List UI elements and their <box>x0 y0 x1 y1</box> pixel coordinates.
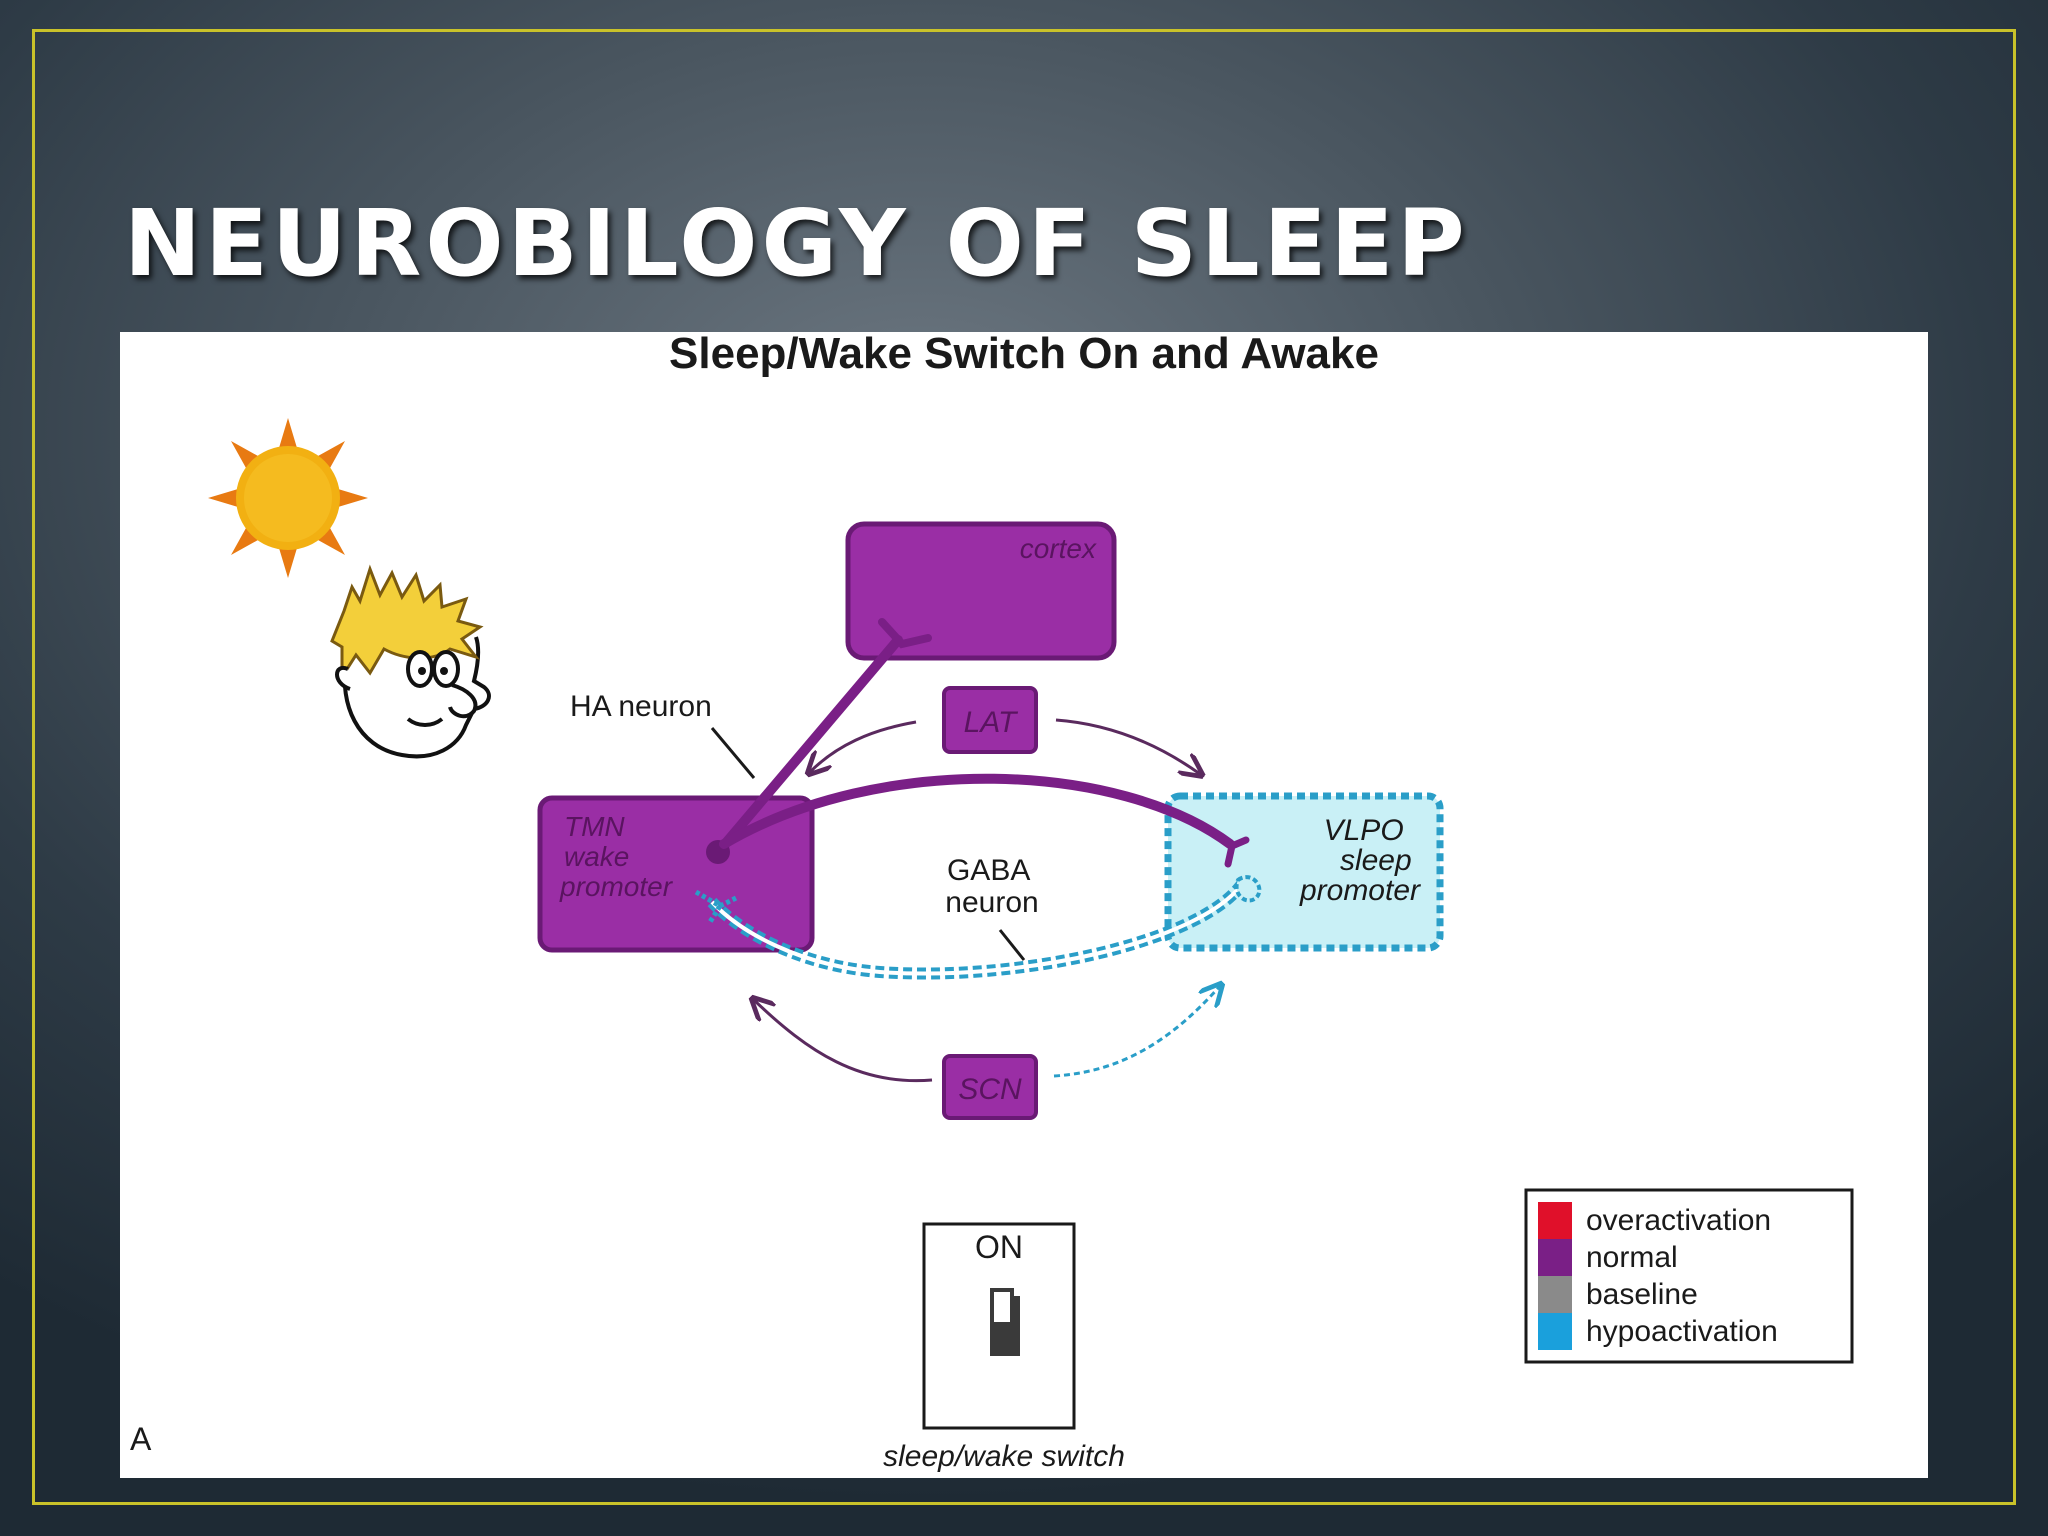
ha-neuron-label: HA neuron <box>570 690 712 723</box>
legend-box <box>1524 1188 1854 1364</box>
lat-to-tmn-arrow <box>810 720 917 772</box>
vlpo-to-tmn-projection-core <box>710 882 1244 976</box>
tmn-gaba-synapse <box>694 889 738 924</box>
legend-label-hypoactivation: hypoactivation <box>1586 1315 1778 1348</box>
ha-neuron-pointer <box>710 727 756 779</box>
sleep-wake-diagram: Sleep/Wake Switch On and Awake <box>130 332 1854 1473</box>
vlpo-synapse <box>1212 830 1250 868</box>
sun-icon <box>208 418 368 578</box>
scn-label: SCN <box>958 1073 1022 1106</box>
legend-swatch-hypoactivation <box>1538 1313 1572 1350</box>
scn-to-tmn-arrow <box>754 1000 933 1083</box>
legend-label-normal: normal <box>1586 1241 1678 1274</box>
legend-swatch-normal <box>1538 1239 1572 1276</box>
cortex-node <box>845 521 1117 661</box>
toggle-switch-icon <box>990 1288 1020 1356</box>
gaba-neuron-label-line1: GABA <box>947 854 1030 887</box>
legend-label-overactivation: overactivation <box>1586 1204 1771 1237</box>
lat-node <box>942 686 1038 754</box>
panel-letter: A <box>130 1421 152 1457</box>
tmn-label-line3: promoter <box>559 871 674 902</box>
diagram-figure: Sleep/Wake Switch On and Awake <box>120 332 1928 1478</box>
slide-title: NEUROBILOGY OF SLEEP <box>124 190 1469 297</box>
tmn-label-line1: TMN <box>564 811 625 842</box>
cortex-label: cortex <box>1020 533 1097 564</box>
vlpo-label: VLPO sleep promoter <box>1299 814 1421 907</box>
cortex-synapse <box>878 618 932 649</box>
face-icon <box>330 564 491 759</box>
legend-swatch-overactivation <box>1538 1202 1572 1239</box>
legend-label-baseline: baseline <box>1586 1278 1698 1311</box>
gaba-neuron-label: GABA neuron <box>945 854 1038 919</box>
scn-node <box>942 1054 1038 1120</box>
switch-state-label: ON <box>975 1229 1023 1265</box>
vlpo-label-line2: sleep <box>1340 844 1412 877</box>
gaba-neuron-label-line2: neuron <box>945 886 1038 919</box>
switch-caption: sleep/wake switch <box>883 1440 1125 1473</box>
tmn-to-cortex-projection <box>715 635 903 855</box>
gaba-neuron-pointer <box>998 929 1026 961</box>
tmn-to-vlpo-projection <box>719 773 1235 849</box>
lat-to-vlpo-arrow <box>1055 718 1200 774</box>
vlpo-node <box>1164 792 1444 952</box>
tmn-label: TMN wake promoter <box>559 811 674 902</box>
legend-swatch-baseline <box>1538 1276 1572 1313</box>
lat-label: LAT <box>964 706 1019 739</box>
scn-to-vlpo-arrow <box>1053 986 1220 1078</box>
vlpo-cell-body <box>1234 875 1262 903</box>
figure-title: Sleep/Wake Switch On and Awake <box>669 332 1379 378</box>
color-legend: overactivation normal baseline hypoactivati… <box>1524 1188 1854 1364</box>
tmn-label-line2: wake <box>564 841 629 872</box>
vlpo-label-line3: promoter <box>1299 874 1421 907</box>
vlpo-label-line1: VLPO <box>1324 814 1404 847</box>
